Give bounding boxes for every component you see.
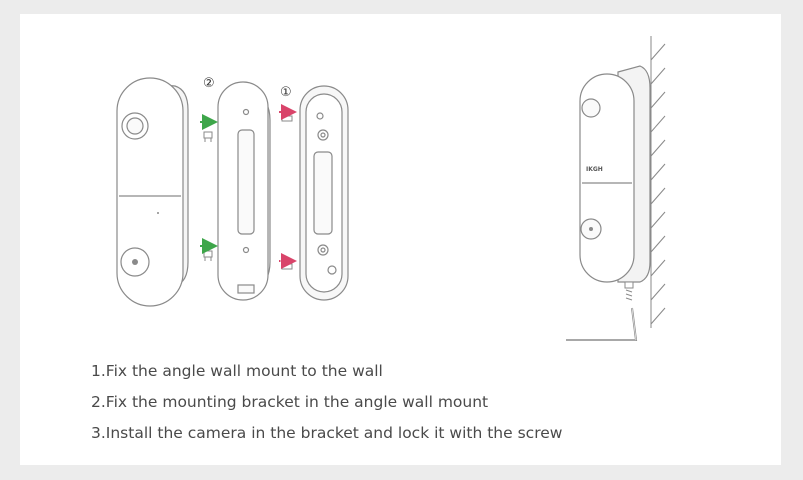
angle-wall-mount: [299, 85, 349, 301]
lock-screw: [624, 281, 634, 301]
wall: [650, 36, 666, 328]
instruction-step-2: 2.Fix the mounting bracket in the angle …: [91, 393, 489, 411]
instruction-step-1: 1.Fix the angle wall mount to the wall: [91, 362, 383, 380]
mounted-camera-lens: [581, 98, 601, 118]
doorbell-camera: [116, 77, 189, 307]
camera-brand-label: IKGH: [586, 166, 603, 173]
mounting-bracket: [217, 81, 271, 301]
step-two-marker: ②: [203, 76, 215, 91]
mounted-camera: [579, 65, 651, 283]
allen-key: [566, 307, 638, 341]
instruction-step-3: 3.Install the camera in the bracket and …: [91, 424, 563, 442]
step-one-marker: ①: [280, 85, 292, 100]
